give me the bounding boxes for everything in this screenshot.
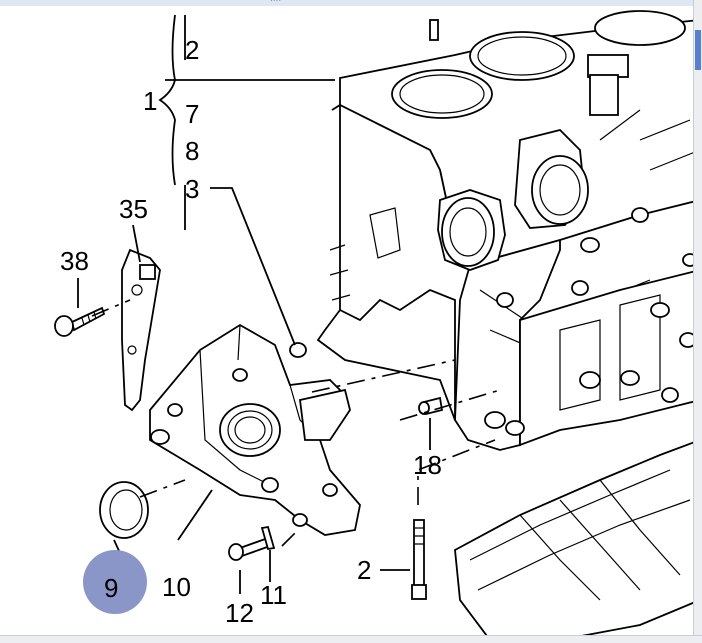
callout-7: 7	[185, 99, 199, 129]
gasket-part-35	[121, 248, 161, 412]
dowel-pin-part-18	[418, 396, 444, 416]
washer-part-11	[260, 525, 276, 551]
callout-38: 38	[60, 246, 89, 276]
long-bolt-part-2	[411, 519, 427, 600]
front-sealing-flange	[149, 323, 361, 536]
leader-lines	[77, 14, 501, 594]
callout-2-bottom: 2	[357, 555, 371, 585]
dowel-sleeve-part-3	[289, 342, 307, 358]
bolt-part-38	[54, 306, 106, 337]
callout-2-top: 2	[185, 35, 199, 65]
callout-9-highlight	[83, 550, 147, 614]
vertical-scrollbar[interactable]	[693, 0, 702, 643]
window-title-strip: ....	[0, 0, 702, 6]
callout-18: 18	[413, 450, 442, 480]
callout-8: 8	[185, 136, 199, 166]
window-title-text: ....	[270, 0, 281, 4]
cylinder-block	[316, 10, 701, 451]
callout-12: 12	[225, 598, 254, 628]
bolt-part-12	[228, 536, 272, 561]
callout-10: 10	[162, 572, 191, 602]
horizontal-scrollbar[interactable]	[0, 635, 702, 643]
callout-9: 9	[104, 573, 118, 603]
callout-35: 35	[119, 194, 148, 224]
crankshaft-seal-part-9	[99, 481, 149, 539]
oil-sump	[454, 438, 701, 641]
vertical-scrollbar-thumb[interactable]	[695, 30, 701, 70]
callout-3: 3	[185, 174, 199, 204]
callout-11: 11	[260, 580, 287, 610]
callout-1: 1	[143, 86, 157, 116]
